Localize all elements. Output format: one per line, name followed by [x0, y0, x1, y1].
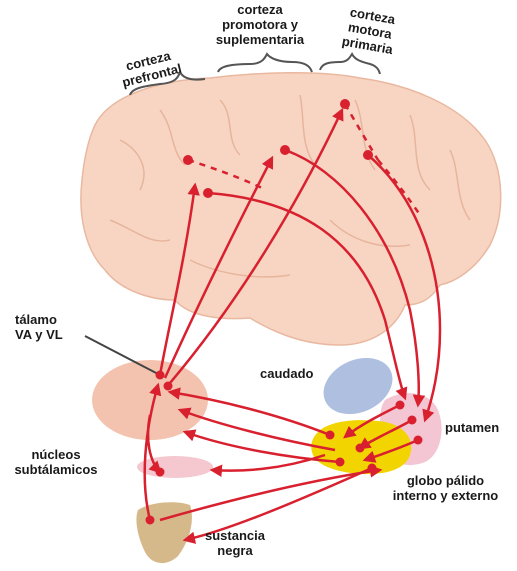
label-line: núcleos — [0, 447, 112, 462]
label-globus-pallidus: globo pálido interno y externo — [378, 473, 513, 503]
label-line: interno y externo — [378, 488, 513, 503]
label-line: VA y VL — [15, 327, 95, 342]
label-line: subtálamicos — [0, 462, 112, 477]
label-line: globo pálido — [378, 473, 513, 488]
label-line: caudado — [260, 366, 340, 381]
label-line: sustancia — [190, 528, 280, 543]
pathway-gp-to-subthalamic — [212, 455, 325, 471]
label-line: suplementaria — [195, 32, 325, 47]
label-line: corteza — [195, 2, 325, 17]
subthalamic-nucleus — [137, 456, 213, 478]
label-line: negra — [190, 543, 280, 558]
label-line: tálamo — [15, 312, 95, 327]
label-line: promotora y — [195, 17, 325, 32]
label-thalamus: tálamo VA y VL — [15, 312, 95, 342]
label-subthalamic-nuclei: núcleos subtálamicos — [0, 447, 112, 477]
label-premotor-cortex: corteza promotora y suplementaria — [195, 2, 325, 47]
substantia-nigra — [136, 502, 192, 563]
thalamus — [92, 360, 208, 440]
label-putamen: putamen — [445, 420, 517, 435]
label-substantia-nigra: sustancia negra — [190, 528, 280, 558]
label-caudate: caudado — [260, 366, 340, 381]
label-line: putamen — [445, 420, 517, 435]
